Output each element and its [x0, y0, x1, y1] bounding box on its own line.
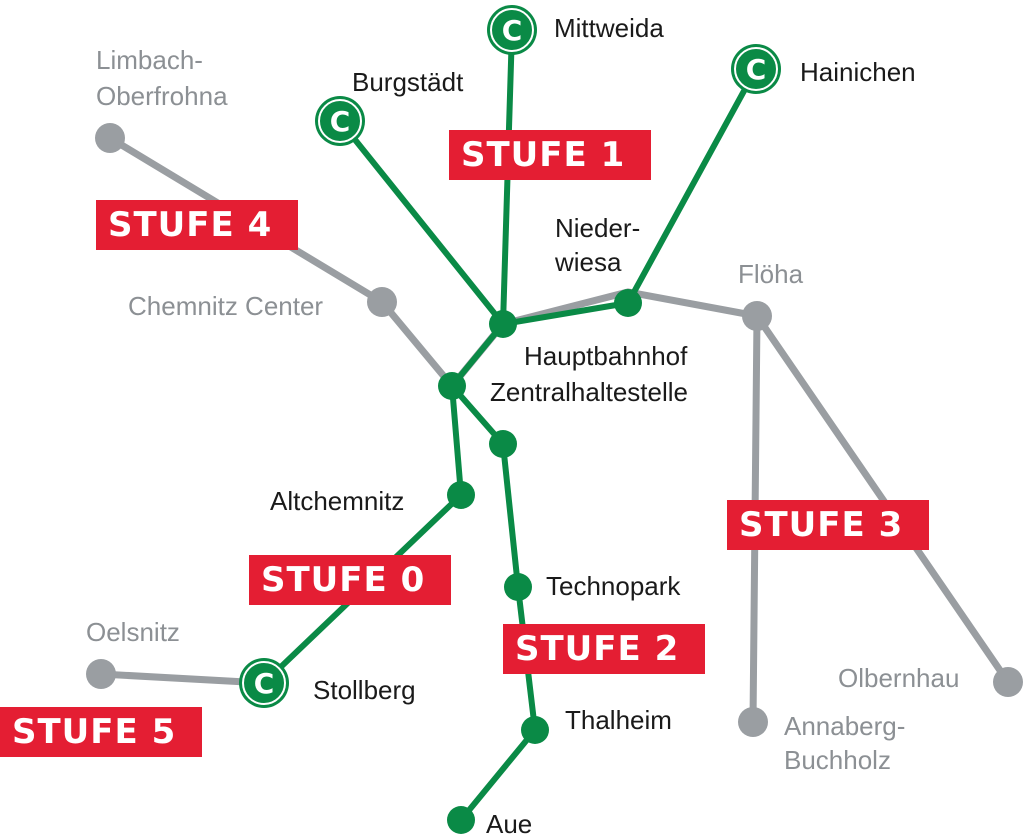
station-label-technopark: Technopark — [546, 571, 681, 601]
station-label-niederwiesa-1: Nieder- — [555, 213, 641, 243]
station-label-hauptbahnhof: Hauptbahnhof — [524, 341, 688, 371]
station-label-altchemnitz: Altchemnitz — [270, 486, 405, 516]
svg-text:C: C — [746, 53, 767, 86]
line-hainichen — [625, 66, 759, 306]
line-limbach-chemnitz-center — [106, 134, 456, 390]
stage-badge-0: STUFE 0 — [249, 555, 451, 605]
stop-zentralhaltestelle — [438, 372, 466, 400]
stop-thalheim — [521, 716, 549, 744]
station-label-limbach-1: Limbach- — [96, 45, 203, 75]
station-label-hainichen: Hainichen — [800, 57, 916, 87]
stop-floeha — [742, 301, 772, 331]
stage-badge-1: STUFE 1 — [449, 130, 651, 180]
stop-niederwiesa — [614, 289, 642, 317]
line-floeha-olbernhau — [753, 312, 1012, 686]
station-label-burgstaedt: Burgstädt — [352, 67, 464, 97]
stop-oelsnitz — [86, 659, 116, 689]
station-label-limbach-2: Oberfrohna — [96, 81, 228, 111]
line-stollberg-oelsnitz — [97, 670, 268, 687]
station-label-zentralhaltestelle: Zentralhaltestelle — [490, 377, 688, 407]
stop-annaberg — [738, 707, 768, 737]
stage-badge-5: STUFE 5 — [0, 707, 202, 757]
station-label-niederwiesa-2: wiesa — [555, 247, 622, 277]
station-label-annaberg-2: Buchholz — [784, 745, 891, 775]
stage-badge-2: STUFE 2 — [503, 624, 705, 674]
svg-text:C: C — [254, 667, 275, 700]
c-logo-icon: C — [315, 96, 365, 146]
stop-technopark — [504, 573, 532, 601]
svg-text:C: C — [330, 105, 351, 138]
station-label-olbernhau: Olbernhau — [838, 663, 960, 693]
station-label-annaberg-1: Annaberg- — [784, 711, 906, 741]
stop-chemnitz-center — [367, 287, 397, 317]
c-logo-icon: C — [731, 44, 781, 94]
c-logo-icon: C — [239, 658, 289, 708]
station-label-floeha: Flöha — [738, 259, 804, 289]
stop-hauptbahnhof — [489, 310, 517, 338]
stop-aue — [447, 806, 475, 834]
station-label-aue: Aue — [486, 809, 533, 837]
stage-badge-4: STUFE 4 — [96, 200, 298, 250]
stop-altchemnitz — [447, 481, 475, 509]
station-label-thalheim: Thalheim — [565, 705, 672, 735]
line-burgstaedt — [337, 118, 506, 327]
stop-limbach — [95, 123, 125, 153]
stop-south-junction — [489, 430, 517, 458]
station-label-mittweida: Mittweida — [554, 13, 664, 43]
station-label-stollberg: Stollberg — [313, 675, 416, 705]
stop-olbernhau — [993, 667, 1023, 697]
svg-text:C: C — [502, 14, 523, 47]
line-altchemnitz-stollberg — [261, 383, 465, 686]
station-label-chemnitz-center: Chemnitz Center — [128, 291, 324, 321]
c-logo-icon: C — [487, 5, 537, 55]
station-label-oelsnitz: Oelsnitz — [86, 617, 180, 647]
stage-badge-3: STUFE 3 — [727, 500, 929, 550]
